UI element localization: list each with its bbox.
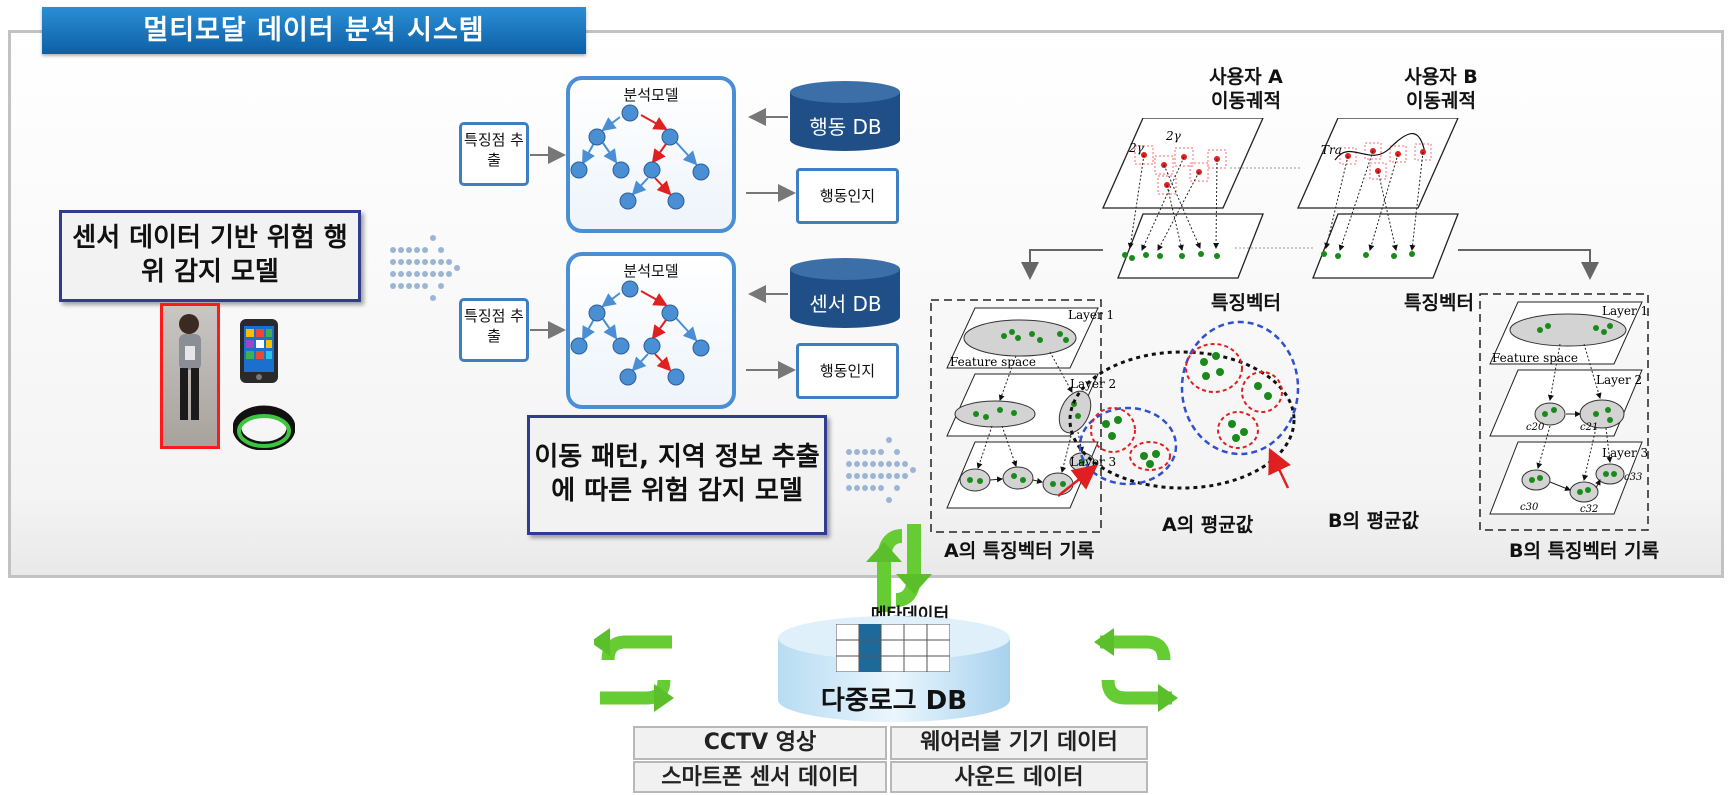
source-smartphone-sensor: 스마트폰 센서 데이터 bbox=[633, 761, 887, 793]
sync-arrows-icon bbox=[1094, 628, 1178, 712]
layer2-label-a: Layer 2 bbox=[1070, 377, 1116, 391]
behavior-recognition-box-2: 행동인지 bbox=[796, 343, 899, 399]
decision-tree-1 bbox=[570, 104, 710, 210]
analysis-model-label-1: 분석모델 bbox=[623, 86, 679, 104]
cluster-c33: c33 bbox=[1624, 472, 1642, 483]
cctv-person-image bbox=[160, 303, 220, 449]
user-b-trajectory: 이동궤적 bbox=[1406, 90, 1476, 112]
user-a-trajectory: 이동궤적 bbox=[1211, 90, 1281, 112]
analysis-model-label-2: 분석모델 bbox=[623, 262, 679, 280]
user-a-mean-label: A의 평균값 bbox=[1162, 514, 1254, 536]
dotted-arrow-icon bbox=[390, 235, 460, 301]
sensor-db-label: 센서 DB bbox=[809, 292, 882, 316]
feature-space-b: Feature space bbox=[1492, 351, 1578, 365]
multilog-db-label: 다중로그 DB bbox=[820, 686, 968, 716]
trajectory-diagram: 2γ 2γ Tra Layer 1 Feature space Layer 2 … bbox=[930, 118, 1649, 533]
layer1-label-a: Layer 1 bbox=[1068, 308, 1114, 322]
user-a-feature-label: 특징벡터 bbox=[1211, 292, 1281, 314]
sync-arrows-icon bbox=[594, 628, 674, 712]
database-icon bbox=[790, 81, 900, 151]
cluster-c30: c30 bbox=[1520, 502, 1539, 513]
cluster-c21: c21 bbox=[1580, 422, 1598, 433]
source-cctv: CCTV 영상 bbox=[633, 726, 887, 760]
layer2-label-b: Layer 2 bbox=[1596, 373, 1642, 387]
metadata-grid-icon bbox=[836, 624, 950, 672]
pipeline-arrows bbox=[530, 108, 796, 379]
feature-extract-box-1: 특징점 추출 bbox=[459, 122, 529, 186]
dotted-arrow-icon bbox=[846, 437, 916, 503]
feature-extract-box-2: 특징점 추출 bbox=[459, 298, 529, 362]
cluster-c32: c32 bbox=[1580, 504, 1598, 515]
sync-arrows-icon bbox=[866, 524, 932, 612]
wearable-band-icon bbox=[232, 404, 296, 451]
source-sound: 사운드 데이터 bbox=[890, 761, 1148, 793]
decision-tree-2 bbox=[570, 280, 710, 386]
movement-model-box: 이동 패턴, 지역 정보 추출에 따른 위험 감지 모델 bbox=[527, 415, 827, 535]
behavior-db-label: 행동 DB bbox=[809, 115, 882, 139]
database-icon bbox=[790, 258, 900, 328]
page-title: 멀티모달 데이터 분석 시스템 bbox=[42, 7, 586, 54]
traj-label-b1: Tra bbox=[1321, 143, 1342, 157]
user-b-feature-label: 특징벡터 bbox=[1404, 292, 1474, 314]
traj-label-a1: 2γ bbox=[1128, 141, 1145, 155]
layer3-label-b: Layer 3 bbox=[1602, 446, 1648, 460]
user-a-record-label: A의 특징벡터 기록 bbox=[944, 540, 1095, 562]
user-b-name: 사용자 B bbox=[1404, 66, 1478, 88]
feature-space-a: Feature space bbox=[950, 355, 1036, 369]
source-wearable: 웨어러블 기기 데이터 bbox=[890, 726, 1148, 760]
cluster-c20: c20 bbox=[1526, 422, 1545, 433]
user-a-name: 사용자 A bbox=[1209, 66, 1283, 88]
sensor-model-box: 센서 데이터 기반 위험 행위 감지 모델 bbox=[59, 210, 361, 302]
layer1-label-b: Layer 1 bbox=[1602, 304, 1648, 318]
behavior-recognition-box-1: 행동인지 bbox=[796, 168, 899, 224]
user-b-record-label: B의 특징벡터 기록 bbox=[1509, 540, 1660, 562]
smartphone-icon bbox=[239, 318, 279, 384]
user-b-mean-label: B의 평균값 bbox=[1328, 510, 1420, 532]
traj-label-a2: 2γ bbox=[1165, 129, 1182, 143]
